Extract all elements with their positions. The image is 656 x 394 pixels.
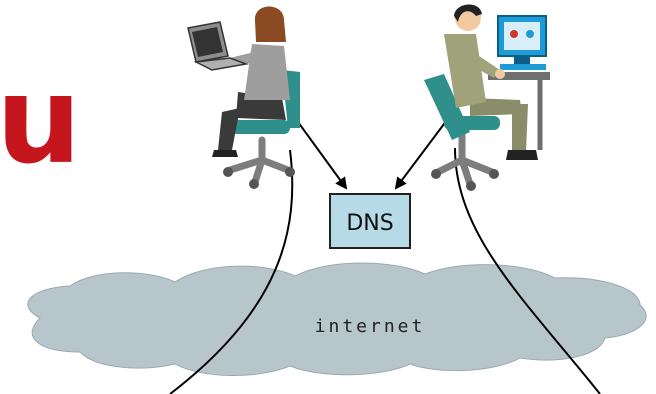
dns-label: DNS (346, 211, 393, 236)
internet-label: internet (315, 316, 426, 337)
title-fragment-letter: u (0, 52, 82, 191)
internet-cloud: internet (27, 262, 647, 376)
right-arrow-to-dns (394, 119, 448, 190)
left-connection-curve (169, 149, 294, 394)
man-at-computer-icon (424, 4, 550, 191)
left-chair-base (226, 136, 292, 186)
woman-at-laptop-icon (187, 6, 300, 189)
dns-arrows (297, 119, 448, 190)
left-arrow-to-dns (297, 121, 348, 190)
right-connection-curve (454, 147, 601, 394)
right-chair-base (434, 128, 496, 188)
dns-server-box: DNS (329, 193, 411, 249)
connection-curves (169, 147, 601, 394)
